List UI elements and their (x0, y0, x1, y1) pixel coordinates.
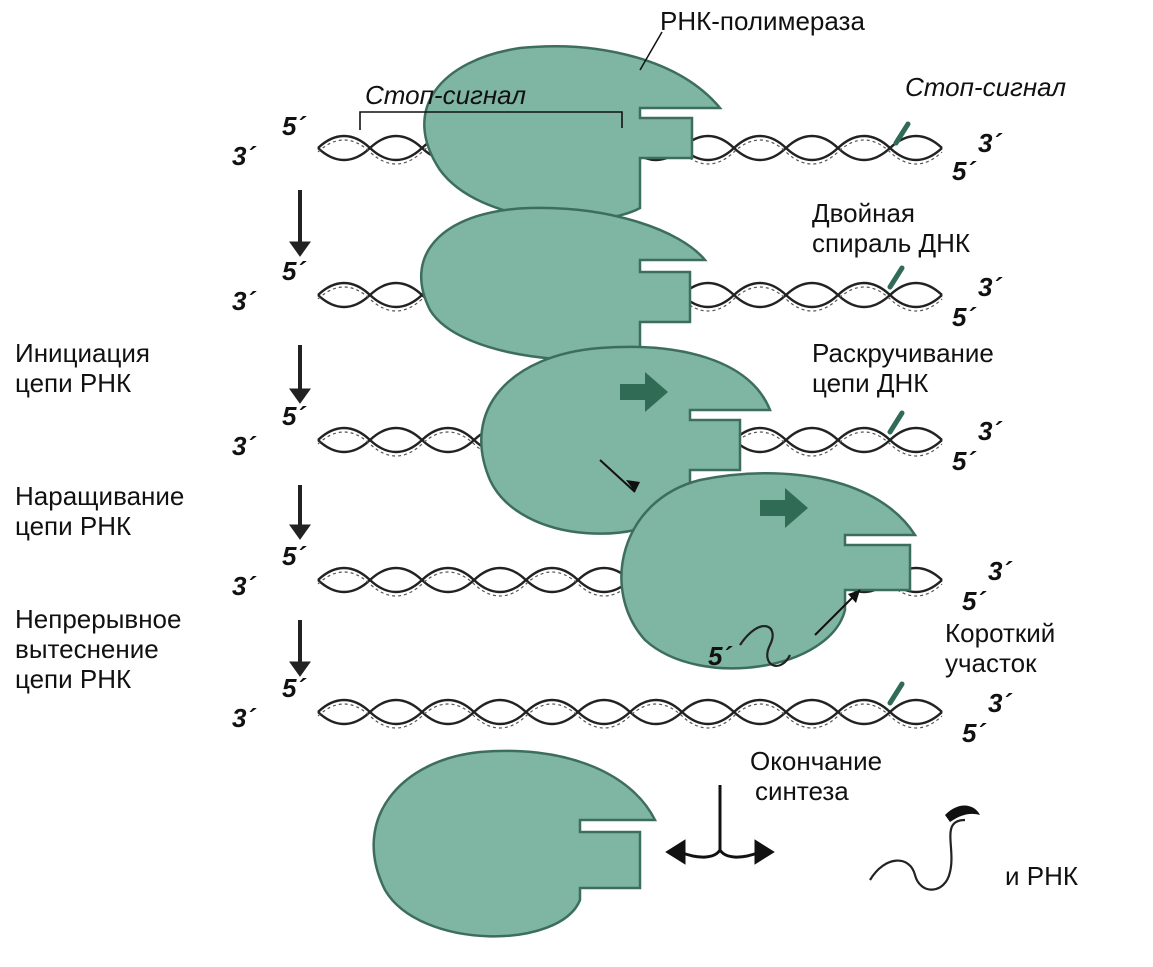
short-segment-label-1: Короткий (945, 618, 1055, 648)
five-prime-nascent-rna: 5´ (708, 641, 732, 671)
rna-polymerase-2 (421, 208, 705, 360)
displacement-label-1: Непрерывное (15, 604, 181, 634)
double-helix-label-2: спираль ДНК (812, 228, 970, 258)
three-prime-row-5-right: 3´ (988, 688, 1012, 718)
short-segment-label-2: участок (945, 648, 1037, 678)
and-rna-label: и РНК (1005, 861, 1078, 891)
five-prime-row-2-left: 5´ (282, 256, 306, 286)
stop-signal-label-right: Стоп-сигнал (905, 72, 1066, 102)
displacement-label-2: вытеснение (15, 634, 159, 664)
unwinding-label-1: Раскручивание (812, 338, 994, 368)
three-prime-row-3-left: 3´ (232, 431, 256, 461)
five-prime-row-1-right: 5´ (952, 156, 976, 186)
initiation-label-1: Инициация (15, 338, 150, 368)
displacement-label-3: цепи РНК (15, 664, 131, 694)
five-prime-row-5-right: 5´ (962, 718, 986, 748)
unwinding-label-2: цепи ДНК (812, 368, 928, 398)
five-prime-row-3-right: 5´ (952, 446, 976, 476)
stop-signal-label-left: Стоп-сигнал (365, 80, 526, 110)
elongation-label-1: Наращивание (15, 481, 184, 511)
five-prime-row-4-left: 5´ (282, 541, 306, 571)
rna-polymerase-released (374, 751, 655, 936)
three-prime-row-3-right: 3´ (978, 416, 1002, 446)
five-prime-row-2-right: 5´ (952, 302, 976, 332)
five-prime-row-1-left: 5´ (282, 111, 306, 141)
three-prime-row-1-left: 3´ (232, 141, 256, 171)
dna-helix-row-5 (318, 700, 942, 728)
released-rna (870, 806, 980, 890)
double-helix-label-1: Двойная (812, 198, 915, 228)
five-prime-row-4-right: 5´ (962, 586, 986, 616)
initiation-label-2: цепи РНК (15, 368, 131, 398)
rna-polymerase-1 (424, 46, 720, 220)
five-prime-row-5-left: 5´ (282, 673, 306, 703)
termination-label-1: Окончание (750, 746, 882, 776)
three-prime-row-1-right: 3´ (978, 128, 1002, 158)
three-prime-row-4-left: 3´ (232, 571, 256, 601)
polymerase-label: РНК-полимераза (660, 6, 865, 36)
stop-signal-mark-5 (890, 684, 902, 703)
rna-polymerase-4 (621, 473, 915, 668)
three-prime-row-4-right: 3´ (988, 556, 1012, 586)
stop-signal-mark-2 (890, 268, 902, 287)
three-prime-row-5-left: 3´ (232, 703, 256, 733)
three-prime-row-2-right: 3´ (978, 272, 1002, 302)
three-prime-row-2-left: 3´ (232, 286, 256, 316)
five-prime-row-3-left: 5´ (282, 401, 306, 431)
termination-label-2: синтеза (755, 776, 849, 806)
stop-signal-mark-3 (890, 413, 902, 432)
elongation-label-2: цепи РНК (15, 511, 131, 541)
